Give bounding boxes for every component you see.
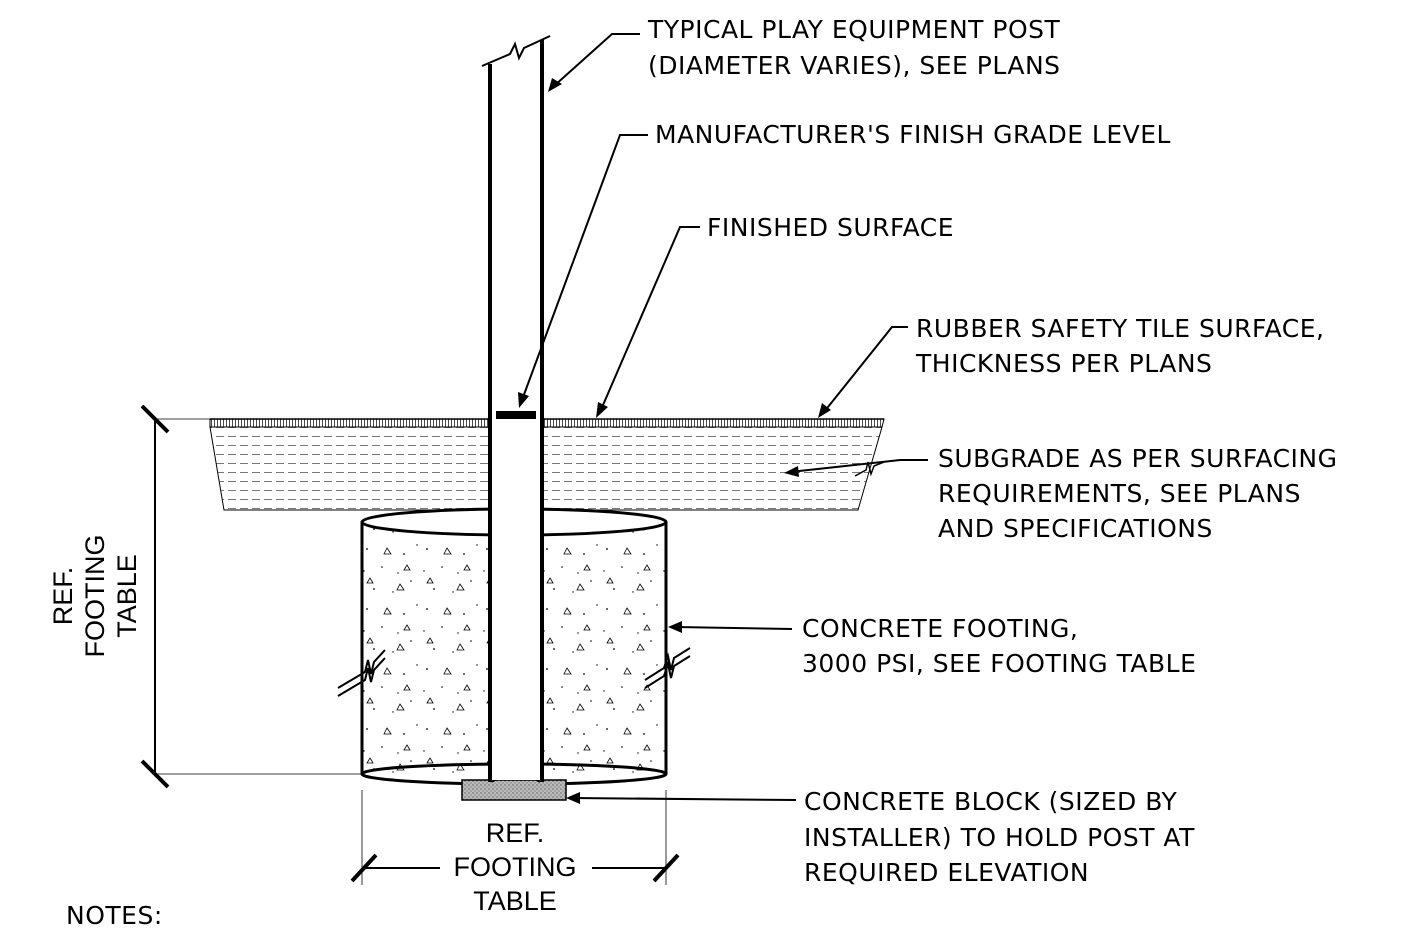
notes-heading: NOTES: [66,901,163,930]
hdim-line-2: FOOTING [454,852,577,882]
callout-surface-line-1: FINISHED SURFACE [707,213,954,242]
callout-block: CONCRETE BLOCK (SIZED BY INSTALLER) TO H… [804,787,1195,887]
rubber-tile-layer [209,418,885,428]
callout-grade-line-1: MANUFACTURER'S FINISH GRADE LEVEL [655,120,1171,149]
callout-subgrade: SUBGRADE AS PER SURFACING REQUIREMENTS, … [938,444,1338,543]
callout-rubber: RUBBER SAFETY TILE SURFACE, THICKNESS PE… [915,314,1324,378]
callout-footing-line-2: 3000 PSI, SEE FOOTING TABLE [802,649,1196,678]
callout-subgrade-line-2: REQUIREMENTS, SEE PLANS [938,479,1301,508]
callout-footing: CONCRETE FOOTING, 3000 PSI, SEE FOOTING … [802,614,1196,678]
callout-block-line-3: REQUIRED ELEVATION [804,858,1089,887]
vdim-line-3: TABLE [112,554,142,638]
callout-post: TYPICAL PLAY EQUIPMENT POST (DIAMETER VA… [647,15,1061,80]
arrowheads [518,78,831,804]
hdim-line-1: REF. [486,818,545,848]
callout-post-line-2: (DIAMETER VARIES), SEE PLANS [648,51,1061,80]
callout-grade: MANUFACTURER'S FINISH GRADE LEVEL [655,120,1171,149]
callout-subgrade-line-3: AND SPECIFICATIONS [938,514,1213,543]
leaders [521,33,928,801]
concrete-block [461,779,567,801]
vertical-dimension-label: REF. FOOTING TABLE [48,535,142,658]
vdim-line-2: FOOTING [80,535,110,658]
callout-post-line-1: TYPICAL PLAY EQUIPMENT POST [647,15,1061,44]
callout-block-line-2: INSTALLER) TO HOLD POST AT [804,823,1195,852]
subgrade-layer [209,426,883,511]
vdim-line-1: REF. [48,567,78,626]
hdim-line-3: TABLE [473,886,557,916]
callout-subgrade-line-1: SUBGRADE AS PER SURFACING [938,444,1338,473]
callout-footing-line-1: CONCRETE FOOTING, [802,614,1078,643]
grade-marker [496,411,536,419]
callout-rubber-line-1: RUBBER SAFETY TILE SURFACE, [916,314,1324,343]
callout-rubber-line-2: THICKNESS PER PLANS [915,349,1212,378]
callout-surface: FINISHED SURFACE [707,213,954,242]
callout-block-line-1: CONCRETE BLOCK (SIZED BY [804,787,1178,816]
